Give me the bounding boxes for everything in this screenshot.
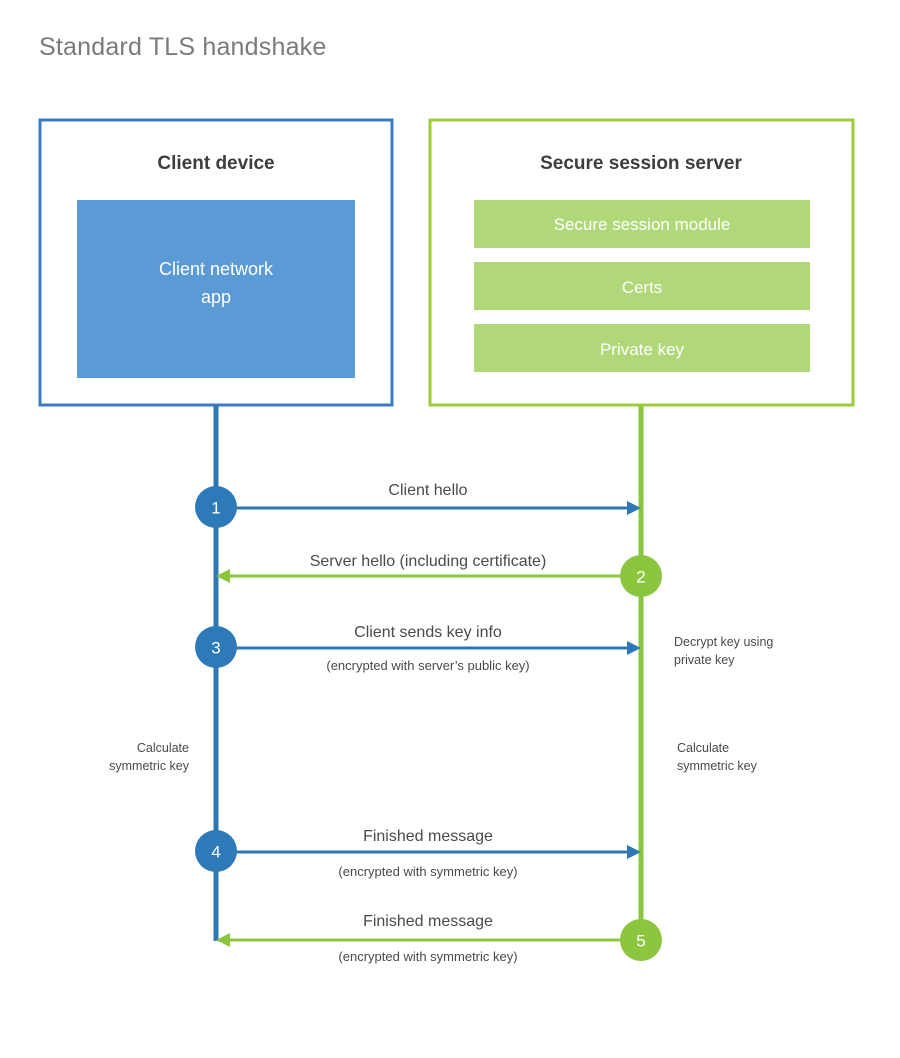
- annotation-decrypt-line2: private key: [674, 653, 735, 667]
- step-2-number: 2: [636, 568, 645, 587]
- server-bar-label-1: Certs: [622, 278, 663, 297]
- step-2-arrow-head: [216, 569, 230, 583]
- step-3-client-sends-key-info: Client sends key info (encrypted with se…: [195, 624, 641, 673]
- step-5-label: Finished message: [363, 913, 493, 930]
- step-3-sublabel: (encrypted with server’s public key): [326, 658, 529, 673]
- step-2-label: Server hello (including certificate): [310, 553, 547, 570]
- step-2-server-hello: Server hello (including certificate) 2: [216, 553, 662, 597]
- step-5-marker: [620, 919, 662, 961]
- step-4-label: Finished message: [363, 828, 493, 845]
- step-4-finished-message-client: Finished message (encrypted with symmetr…: [195, 828, 641, 879]
- annotation-server-calc-line2: symmetric key: [677, 759, 758, 773]
- client-network-app-box: [77, 200, 355, 378]
- step-1-number: 1: [211, 499, 220, 518]
- annotation-client-calc-line1: Calculate: [137, 741, 189, 755]
- client-network-app-label-line1: Client network: [159, 259, 274, 279]
- annotation-client-calc-line2: symmetric key: [109, 759, 190, 773]
- server-bar-private-key: [474, 324, 810, 372]
- step-4-arrow-head: [627, 845, 641, 859]
- step-1-label: Client hello: [388, 482, 467, 499]
- client-panel-heading: Client device: [157, 153, 274, 174]
- step-4-sublabel: (encrypted with symmetric key): [338, 864, 517, 879]
- server-panel-heading: Secure session server: [540, 153, 742, 174]
- annotation-server-calculate-symmetric-key: Calculate symmetric key: [677, 741, 758, 773]
- annotation-decrypt-key: Decrypt key using private key: [674, 635, 773, 667]
- step-3-marker: [195, 626, 237, 668]
- annotation-decrypt-line1: Decrypt key using: [674, 635, 773, 649]
- step-1-client-hello: Client hello 1: [195, 482, 641, 528]
- client-device-panel: Client device Client network app: [38, 118, 394, 407]
- step-3-label: Client sends key info: [354, 624, 502, 641]
- step-4-marker: [195, 830, 237, 872]
- step-3-arrow-head: [627, 641, 641, 655]
- step-1-marker: [195, 486, 237, 528]
- server-bar-certs: [474, 262, 810, 310]
- step-4-number: 4: [211, 843, 220, 862]
- step-3-number: 3: [211, 639, 220, 658]
- step-5-sublabel: (encrypted with symmetric key): [338, 949, 517, 964]
- step-1-arrow-head: [627, 501, 641, 515]
- step-5-arrow-head: [216, 933, 230, 947]
- server-bar-label-0: Secure session module: [554, 215, 731, 234]
- server-bar-secure-session-module: [474, 200, 810, 248]
- annotation-client-calculate-symmetric-key: Calculate symmetric key: [109, 741, 190, 773]
- secure-session-server-panel: Secure session server Secure session mod…: [428, 118, 855, 407]
- page-title: Standard TLS handshake: [39, 33, 326, 61]
- server-bar-label-2: Private key: [600, 340, 685, 359]
- step-2-marker: [620, 555, 662, 597]
- client-network-app-label-line2: app: [201, 287, 231, 307]
- annotation-server-calc-line1: Calculate: [677, 741, 729, 755]
- step-5-finished-message-server: Finished message (encrypted with symmetr…: [216, 913, 662, 964]
- step-5-number: 5: [636, 932, 645, 951]
